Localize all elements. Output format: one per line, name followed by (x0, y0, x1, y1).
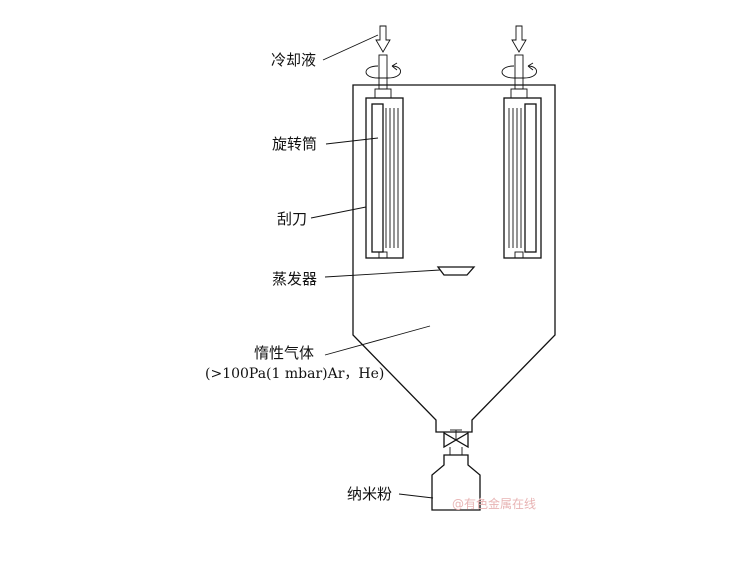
coolant-arrow-left (375, 25, 391, 53)
powder-collection-bottle (431, 454, 481, 511)
evaporator-boat (436, 266, 476, 276)
label-evaporator: 蒸发器 (272, 270, 317, 288)
outlet-valve (443, 429, 469, 455)
label-coolant: 冷却液 (271, 51, 316, 69)
leader-rotating-drum (325, 137, 379, 145)
label-rotating-drum: 旋转筒 (272, 135, 317, 153)
chamber-outline (352, 84, 556, 433)
watermark: @有色金属在线 (452, 496, 536, 511)
leader-nano-powder (398, 493, 434, 499)
label-nano-powder: 纳米粉 (347, 485, 392, 503)
rotating-drum-left (365, 54, 404, 259)
leader-coolant (322, 34, 379, 61)
label-inert-gas-condition: (>100Pa(1 mbar)Ar，He) (205, 366, 384, 382)
coolant-arrow-right (511, 25, 527, 53)
rotating-drum-right (503, 54, 542, 259)
rotation-arrow-right (501, 62, 537, 79)
label-scraper: 刮刀 (277, 210, 307, 228)
leader-inert-gas (324, 325, 431, 356)
label-inert-gas: 惰性气体 (254, 344, 314, 362)
leader-scraper (310, 206, 367, 219)
rotation-arrow-left (365, 62, 401, 79)
leader-evaporator (324, 269, 441, 278)
